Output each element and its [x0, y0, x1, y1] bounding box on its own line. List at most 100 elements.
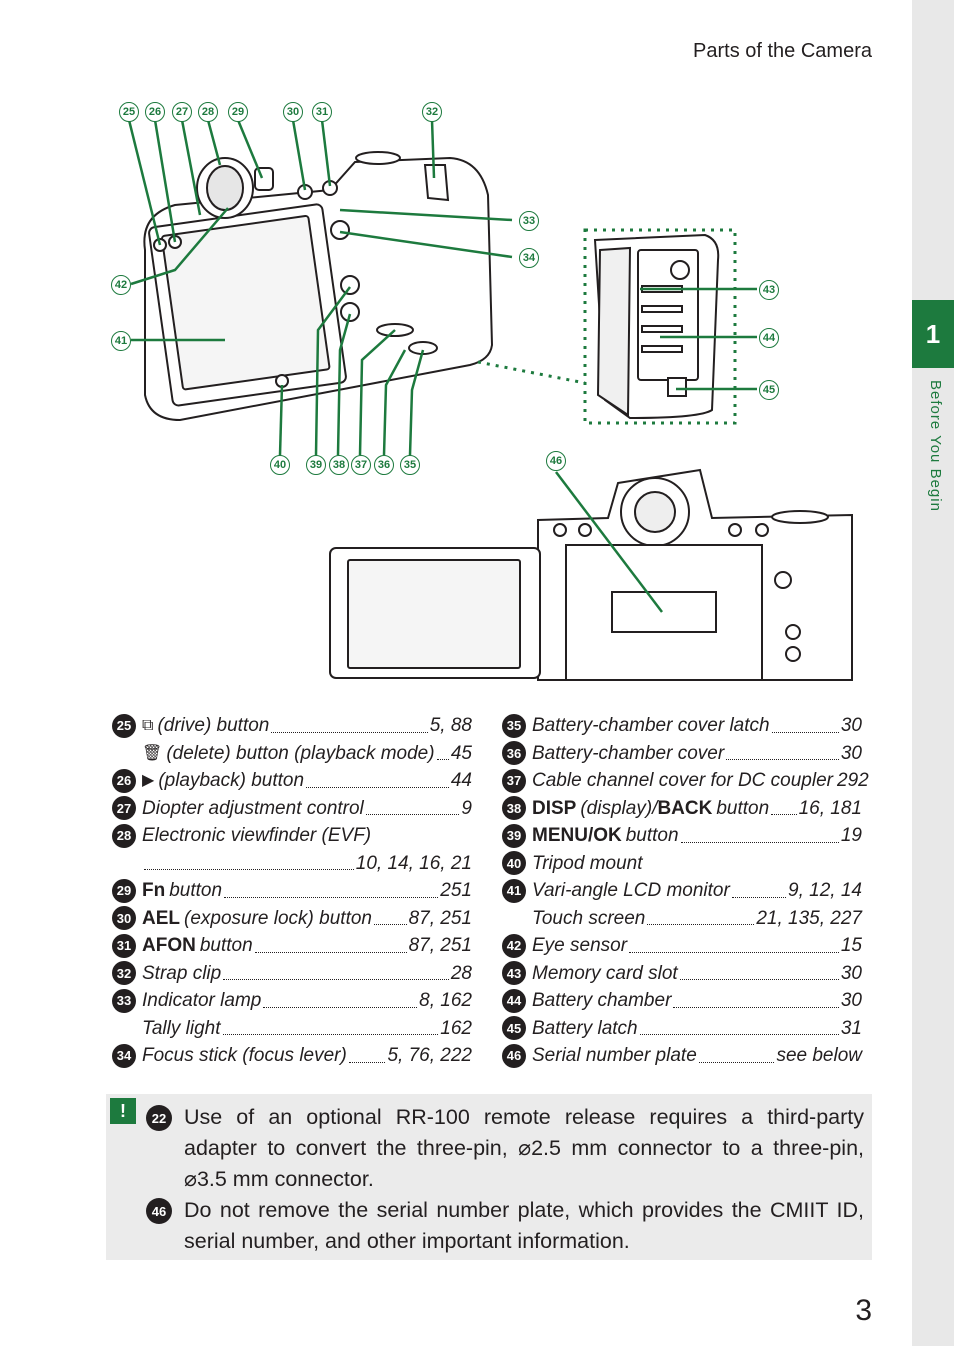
page-ref[interactable]: 28: [450, 962, 472, 984]
legend-number: 30: [112, 906, 136, 931]
page-ref[interactable]: 10, 14, 16, 21: [355, 852, 472, 874]
legend-number: 25: [112, 713, 136, 738]
legend-item: 40 Tripod mount: [502, 850, 862, 878]
legend-number: 28: [112, 823, 136, 848]
chapter-title: Before You Begin: [927, 380, 944, 512]
note-number: 46: [146, 1198, 172, 1224]
callout-38: 38: [329, 455, 349, 475]
callout-37: 37: [351, 455, 371, 475]
camera-illustration: [127, 119, 853, 681]
page-ref[interactable]: 31: [840, 1017, 862, 1039]
legend-number: 46: [502, 1043, 526, 1068]
page-ref[interactable]: 45: [450, 742, 472, 764]
play-icon: ▶: [142, 772, 155, 789]
legend-item: 🗑(delete) button (playback mode)45: [112, 740, 472, 768]
legend-number: 41: [502, 878, 526, 903]
legend-number: 42: [502, 933, 526, 958]
page-ref[interactable]: 9: [461, 797, 472, 819]
page-ref[interactable]: 5, 88: [429, 715, 472, 736]
page-ref[interactable]: 8, 162: [419, 990, 472, 1011]
page-ref[interactable]: 9, 12, 14: [788, 880, 862, 901]
callout-34: 34: [519, 248, 539, 268]
callout-28: 28: [198, 102, 218, 122]
page-ref[interactable]: 15: [840, 935, 862, 956]
page-ref[interactable]: 30: [840, 962, 862, 984]
page-ref: see below: [776, 1045, 862, 1066]
legend-item: 28 Electronic viewfinder (EVF): [112, 822, 472, 850]
legend-number: 29: [112, 878, 136, 903]
callout-25: 25: [119, 102, 139, 122]
page-ref[interactable]: 21, 135, 227: [756, 907, 862, 929]
legend-number: 40: [502, 851, 526, 876]
section-title: Parts of the Camera: [693, 40, 872, 62]
legend-number: 38: [502, 796, 526, 821]
legend-number: 27: [112, 796, 136, 821]
callout-30: 30: [283, 102, 303, 122]
chapter-number-tab[interactable]: 1: [912, 300, 954, 368]
page-ref[interactable]: 87, 251: [408, 907, 472, 929]
side-tab: 1 Before You Begin: [912, 0, 954, 1346]
page-ref[interactable]: 16, 181: [798, 797, 862, 819]
note-number: 22: [146, 1105, 172, 1131]
legend-number: 34: [112, 1043, 136, 1068]
callout-43: 43: [759, 280, 779, 300]
page-ref[interactable]: 19: [840, 825, 862, 846]
page-ref[interactable]: 30: [840, 715, 862, 736]
note-text: Use of an optional RR-100 remote release…: [184, 1105, 864, 1191]
page-ref[interactable]: 292: [837, 770, 869, 791]
page-ref[interactable]: 5, 76, 222: [387, 1045, 472, 1066]
callout-33: 33: [519, 211, 539, 231]
callout-46: 46: [546, 451, 566, 471]
callout-45: 45: [759, 380, 779, 400]
drive-icon: ⧉: [142, 717, 154, 734]
page-ref[interactable]: 44: [450, 770, 472, 791]
page-ref[interactable]: 87, 251: [408, 935, 472, 956]
page-ref[interactable]: 30: [840, 742, 862, 764]
page-number: 3: [855, 1294, 872, 1327]
legend-number: 26: [112, 768, 136, 793]
callout-36: 36: [374, 455, 394, 475]
legend-item: 34 Focus stick (focus lever)5, 76, 222: [112, 1042, 472, 1070]
trash-icon: 🗑: [142, 744, 163, 762]
legend-number: 32: [112, 961, 136, 986]
legend-number: 31: [112, 933, 136, 958]
legend-number: [112, 851, 136, 875]
page-ref[interactable]: 30: [840, 990, 862, 1011]
legend-number: 36: [502, 741, 526, 766]
legend-number: 37: [502, 768, 526, 793]
page-ref[interactable]: 162: [440, 1017, 472, 1039]
legend-number: 39: [502, 823, 526, 848]
callout-42: 42: [111, 275, 131, 295]
callout-26: 26: [145, 102, 165, 122]
page-ref[interactable]: 251: [440, 880, 472, 901]
callout-32: 32: [422, 102, 442, 122]
callout-41: 41: [111, 331, 131, 351]
legend-number: 43: [502, 961, 526, 986]
legend-number: [502, 906, 526, 930]
callout-40: 40: [270, 455, 290, 475]
note-text: Do not remove the serial number plate, w…: [184, 1198, 864, 1253]
note-item: 46 Do not remove the serial number plate…: [146, 1195, 864, 1257]
callout-35: 35: [400, 455, 420, 475]
